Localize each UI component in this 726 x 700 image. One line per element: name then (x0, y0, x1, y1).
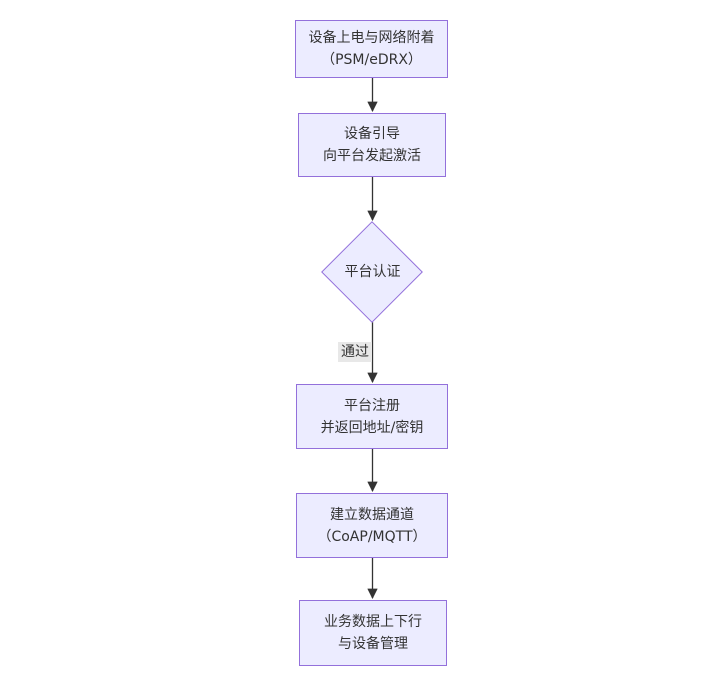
node-power-attach-line1: 设备上电与网络附着 (308, 30, 435, 46)
node-business-data: 业务数据上下行 与设备管理 (299, 600, 447, 666)
node-platform-register: 平台注册 并返回地址/密钥 (296, 384, 448, 449)
node-data-channel-line1: 建立数据通道 (330, 506, 414, 523)
node-power-attach-line2: （PSM/eDRX） (321, 52, 422, 68)
node-power-attach: 设备上电与网络附着 （PSM/eDRX） (295, 20, 448, 78)
node-data-channel: 建立数据通道 （CoAP/MQTT） (296, 493, 448, 558)
node-business-data-line1: 业务数据上下行 (324, 614, 422, 630)
decision-platform-auth-label: 平台认证 (344, 264, 401, 280)
node-bootstrap-line1: 设备引导 (344, 126, 400, 142)
edge-label-auth-pass: 通过 (338, 342, 372, 362)
node-data-channel-line2: （CoAP/MQTT） (317, 528, 427, 545)
node-bootstrap-line2: 向平台发起激活 (323, 148, 421, 164)
node-platform-register-line1: 平台注册 (344, 397, 400, 414)
node-business-data-line2: 与设备管理 (338, 636, 408, 652)
node-platform-register-line2: 并返回地址/密钥 (320, 419, 424, 436)
node-bootstrap: 设备引导 向平台发起激活 (298, 113, 446, 177)
